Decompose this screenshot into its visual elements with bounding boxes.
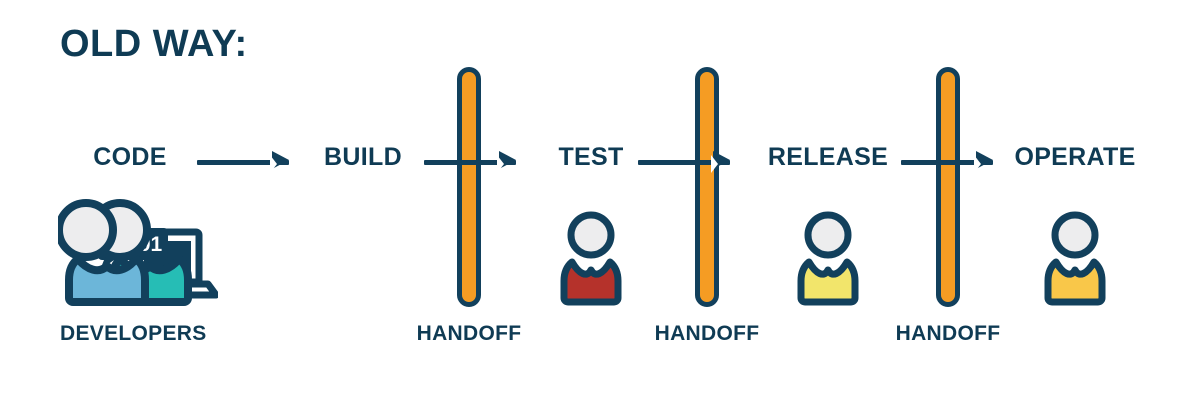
arrow-head-icon [711,151,730,173]
arrow-test-to-release [638,151,730,173]
person-head [804,211,852,259]
arrow-build-to-test [424,151,516,173]
handoff-gate-bar-1 [457,67,481,307]
developer-head-front [58,199,117,261]
developer-body-front [65,255,149,306]
arrow-shaft [638,160,730,165]
person-body [797,258,859,306]
handoff-label-1: HANDOFF [416,322,522,345]
arrow-code-to-build [197,151,289,173]
arrow-head-icon [974,151,993,173]
stage-label-build: BUILD [324,143,402,171]
person-icon-test [556,210,626,310]
arrow-head-icon [497,151,516,173]
developers-label: DEVELOPERS [60,322,207,345]
developers-icon: 10101 [58,198,218,308]
person-icon-operate [1040,210,1110,310]
handoff-gate-bar-2 [695,67,719,307]
handoff-gate-bar-3 [936,67,960,307]
stage-label-release: RELEASE [767,143,889,171]
arrow-shaft [901,160,993,165]
arrow-head-icon [270,151,289,173]
person-head [567,211,615,259]
person-icon-release [793,210,863,310]
arrow-shaft [197,160,289,165]
page-title: OLD WAY: [60,23,248,65]
person-body [560,258,622,306]
arrow-shaft [424,160,516,165]
person-body [1044,258,1106,306]
stage-label-test: TEST [558,143,624,171]
handoff-label-2: HANDOFF [654,322,760,345]
stage-label-code: CODE [93,143,167,171]
person-head [1051,211,1099,259]
stage-label-operate: OPERATE [1014,143,1136,171]
arrow-release-to-operate [901,151,993,173]
handoff-label-3: HANDOFF [895,322,1001,345]
